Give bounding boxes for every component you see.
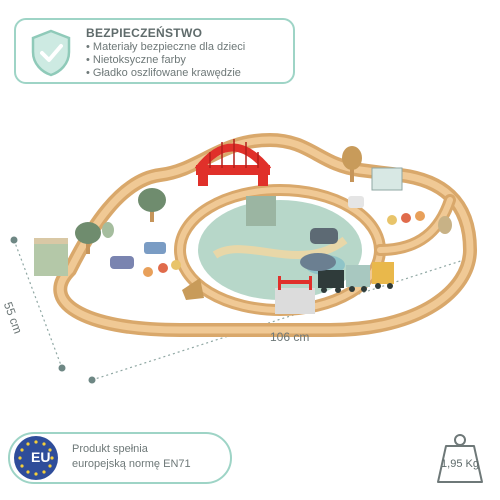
- animals: [110, 196, 364, 300]
- certification-line-1: Produkt spełnia: [72, 443, 148, 455]
- safety-item: Gładko oszlifowane krawędzie: [86, 67, 245, 80]
- certification-note: Produkt spełnia europejską normę EN71: [72, 442, 191, 472]
- signs: [143, 211, 425, 277]
- eu-flag-icon: EU: [14, 436, 58, 480]
- safety-info-card: BEZPIECZEŃSTWO Materiały bezpieczne dla …: [14, 18, 295, 84]
- dimension-lines: [13, 239, 471, 381]
- level-crossing: [275, 276, 315, 314]
- safety-item: Materiały bezpieczne dla dzieci: [86, 41, 245, 54]
- eu-stars-icon: [18, 440, 54, 476]
- weight-value: 1,95 Kg: [441, 458, 479, 470]
- certification-line-2: europejską normę EN71: [72, 458, 191, 470]
- red-bridge: [194, 139, 272, 186]
- safety-item: Nietoksyczne farby: [86, 54, 245, 67]
- width-dimension-label: 106 cm: [270, 330, 310, 344]
- trees: [75, 146, 452, 254]
- safety-list: Materiały bezpieczne dla dzieci Nietoksy…: [86, 41, 245, 80]
- eu-certification-card: EU Produkt spełnia europejską normę EN71: [8, 432, 232, 484]
- eu-badge-text: EU: [31, 449, 51, 465]
- shield-check-icon: [31, 29, 71, 77]
- weight-icon: [437, 434, 483, 483]
- safety-title: BEZPIECZEŃSTWO: [86, 26, 203, 40]
- buildings: [34, 167, 403, 276]
- train: [318, 262, 394, 293]
- weight-badge: 1,95 Kg: [432, 430, 488, 486]
